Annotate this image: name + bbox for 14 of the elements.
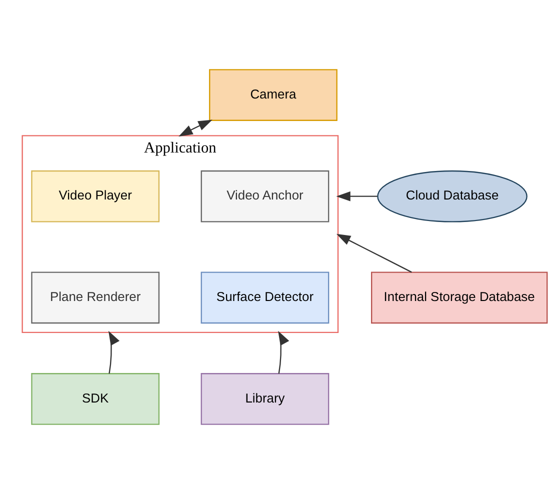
node-box: Internal Storage Database: [371, 272, 548, 324]
node-box: Plane Renderer: [31, 272, 160, 324]
arrow: [178, 120, 212, 137]
node-box: Surface Detector: [200, 272, 330, 324]
node-ellipse: Cloud Database: [377, 170, 528, 222]
arrow: [336, 191, 378, 202]
node-box: Library: [200, 373, 330, 425]
arrow: [336, 234, 412, 273]
arrow: [108, 330, 120, 374]
node-box: Camera: [209, 69, 338, 121]
arrow: [278, 330, 290, 374]
node-box: Video Player: [31, 170, 160, 222]
node-box: Video Anchor: [200, 170, 330, 222]
node-box: SDK: [31, 373, 160, 425]
